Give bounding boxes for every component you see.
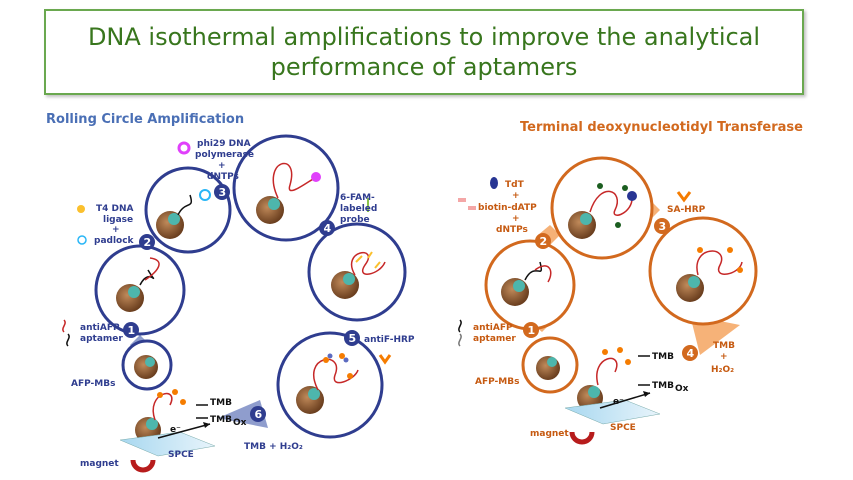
tdt-reagent-icons bbox=[458, 177, 692, 347]
tdt-label-1: TdT bbox=[505, 180, 525, 190]
tdt-enzyme-icon bbox=[490, 177, 498, 189]
rca-step-4: 4 bbox=[324, 222, 332, 235]
padlock-icon bbox=[77, 235, 87, 245]
rca-heading: Rolling Circle Amplification bbox=[46, 112, 245, 127]
rca-fam-label-3: probe bbox=[340, 215, 370, 225]
rca-spce-label: SPCE bbox=[168, 450, 194, 460]
rca-antiafp-label-1: antiAFP bbox=[80, 323, 120, 333]
rca-tmb-h2o2-label: TMB + H₂O₂ bbox=[244, 442, 303, 452]
rca-electron-arrow bbox=[157, 423, 211, 439]
rca-phi-label-4: dNTPs bbox=[207, 172, 239, 182]
rca-step-1: 1 bbox=[128, 324, 136, 337]
tdt-step-4: 4 bbox=[687, 347, 695, 360]
tdt-electrode bbox=[564, 399, 661, 425]
hrp-icon bbox=[378, 354, 392, 365]
rca-phi-label-1: phi29 DNA bbox=[197, 139, 251, 149]
tdt-ox-label: Ox bbox=[675, 384, 689, 394]
rca-step-3: 3 bbox=[219, 186, 227, 199]
rca-tmb-arrows bbox=[196, 404, 208, 419]
rca-circle-5 bbox=[307, 222, 407, 322]
rca-tmbox-label: TMB bbox=[210, 415, 232, 425]
tdt-sa-hrp-label: SA-HRP bbox=[667, 205, 706, 215]
rca-step-2: 2 bbox=[144, 236, 152, 249]
rca-fam-label-2: labeled bbox=[340, 204, 377, 214]
polymerase-icon bbox=[177, 141, 191, 155]
rca-t4-label-4: padlock bbox=[94, 236, 135, 246]
tdt-tmb-label-2: + bbox=[720, 352, 728, 362]
rca-step-6: 6 bbox=[255, 408, 263, 421]
rca-antiafp-label-2: aptamer bbox=[80, 334, 123, 344]
tdt-label-2: + bbox=[512, 191, 520, 201]
tdt-scheme: 1 2 3 4 TdT + biotin-dATP + dNTPs SA-HRP… bbox=[458, 156, 758, 445]
rca-scheme: 1 2 3 4 5 6 AFP-MBs antiAFP aptamer T4 D… bbox=[62, 134, 415, 473]
rca-electrode bbox=[119, 431, 216, 457]
sa-hrp-icon bbox=[676, 191, 692, 203]
tdt-beads bbox=[501, 183, 743, 411]
rca-circle-6 bbox=[276, 331, 384, 439]
rca-beads bbox=[116, 162, 386, 443]
rca-antif-hrp-label: antiF-HRP bbox=[364, 335, 415, 345]
tdt-magnet-label: magnet bbox=[530, 429, 569, 439]
rca-phi-label-2: polymerase bbox=[195, 150, 254, 160]
tdt-tmbox-label: TMB bbox=[652, 381, 674, 391]
tdt-label-3: biotin-dATP bbox=[478, 203, 537, 213]
tdt-circle-2 bbox=[484, 239, 576, 331]
tdt-step-2: 2 bbox=[540, 235, 548, 248]
tdt-label-4: + bbox=[512, 214, 520, 224]
biotin-datp-icon bbox=[458, 198, 466, 202]
tdt-label-5: dNTPs bbox=[496, 225, 528, 235]
rca-t4-label-1: T4 DNA bbox=[96, 204, 134, 214]
title-line-1: DNA isothermal amplifications to improve… bbox=[87, 23, 761, 51]
tdt-afp-mbs-label: AFP-MBs bbox=[475, 377, 519, 387]
tdt-aptamer-icon bbox=[458, 319, 462, 333]
title-box: DNA isothermal amplifications to improve… bbox=[44, 9, 804, 95]
tdt-circle-3 bbox=[550, 156, 654, 260]
tdt-electron-arrow bbox=[599, 392, 651, 409]
title-line-2: performance of aptamers bbox=[270, 53, 578, 81]
tdt-enzyme-in-circle bbox=[627, 191, 637, 201]
tdt-step-1: 1 bbox=[528, 324, 536, 337]
rca-phi-label-3: + bbox=[218, 161, 226, 171]
rca-fam-label-1: 6-FAM- bbox=[340, 193, 375, 203]
tdt-tmb-label: TMB bbox=[652, 352, 674, 362]
rca-t4-label-3: + bbox=[112, 225, 120, 235]
tdt-circle-4 bbox=[648, 216, 758, 326]
tdt-step-3: 3 bbox=[659, 220, 667, 233]
rca-magnet-label: magnet bbox=[80, 459, 119, 469]
aptamer-icon bbox=[62, 319, 66, 333]
rca-e-label: e⁻ bbox=[170, 425, 181, 435]
rca-reagent-icons bbox=[62, 141, 392, 365]
tdt-e-label: e⁻ bbox=[613, 397, 624, 407]
rca-magnet-icon bbox=[130, 459, 156, 473]
tdt-antiafp-label-2: aptamer bbox=[473, 334, 516, 344]
rca-t4-label-2: ligase bbox=[103, 215, 133, 225]
tdt-heading: Terminal deoxynucleotidyl Transferase bbox=[520, 120, 803, 135]
rca-step-badges: 1 2 3 4 5 6 bbox=[123, 184, 360, 422]
tdt-antiafp-label-1: antiAFP bbox=[473, 323, 513, 333]
tdt-tmb-arrows bbox=[638, 355, 650, 386]
tdt-tmb-label-3: H₂O₂ bbox=[711, 365, 734, 375]
tdt-step-badges: 1 2 3 4 bbox=[523, 218, 698, 361]
rca-ox-label: Ox bbox=[233, 418, 247, 428]
rca-afp-mbs-label: AFP-MBs bbox=[71, 379, 115, 389]
rca-tmb-label: TMB bbox=[210, 398, 232, 408]
ligase-icon bbox=[77, 205, 85, 213]
aptamer-icon-2 bbox=[66, 333, 70, 347]
tdt-tmb-label-1: TMB bbox=[713, 341, 735, 351]
rca-step-5: 5 bbox=[349, 332, 357, 345]
tdt-magnet-icon bbox=[569, 431, 595, 445]
tdt-spce-label: SPCE bbox=[610, 423, 636, 433]
